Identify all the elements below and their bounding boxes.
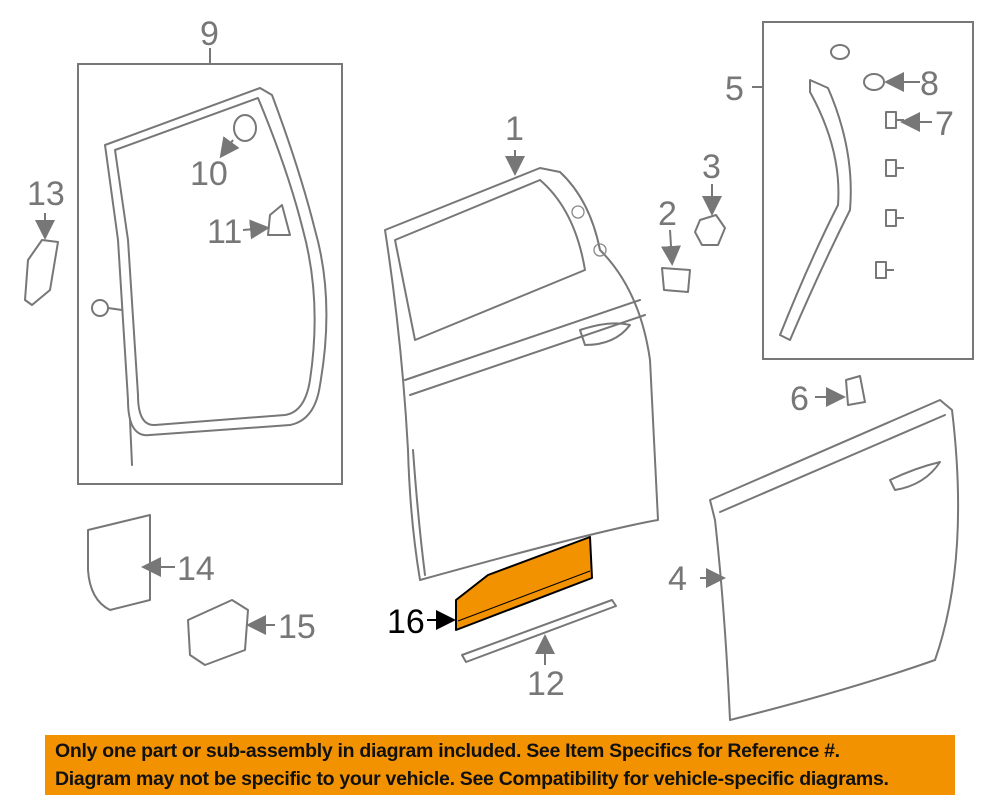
callout-12: 12 bbox=[527, 665, 565, 703]
bracket-part-15 bbox=[187, 599, 249, 666]
callout-8: 8 bbox=[920, 65, 939, 103]
bracket-part-13 bbox=[24, 239, 59, 306]
callout-3: 3 bbox=[702, 148, 721, 186]
plug-part-2 bbox=[661, 267, 691, 293]
callout-5: 5 bbox=[725, 70, 744, 108]
molding-group-box bbox=[752, 21, 974, 360]
callout-13: 13 bbox=[27, 175, 65, 213]
clip-part-11 bbox=[267, 204, 291, 236]
garnish-part-16-highlighted bbox=[455, 536, 593, 631]
callout-1: 1 bbox=[505, 110, 524, 148]
clip-part-6 bbox=[845, 375, 866, 406]
callout-10: 10 bbox=[190, 155, 228, 193]
door-outer-panel-part-4 bbox=[709, 399, 960, 721]
door-weatherstrip-group-box bbox=[77, 48, 343, 485]
callout-14: 14 bbox=[177, 550, 215, 588]
door-shell-part-1 bbox=[384, 167, 659, 581]
disclaimer-line-1: Only one part or sub-assembly in diagram… bbox=[55, 740, 840, 762]
callout-15: 15 bbox=[278, 608, 316, 646]
pin-clip bbox=[91, 299, 123, 317]
callout-9: 9 bbox=[200, 15, 219, 53]
callout-2: 2 bbox=[658, 195, 677, 233]
callout-4: 4 bbox=[668, 560, 687, 598]
clip-part-8 bbox=[863, 73, 885, 91]
cover-part-14 bbox=[87, 514, 151, 611]
nut-part-3 bbox=[694, 214, 726, 246]
disclaimer-line-2: Diagram may not be specific to your vehi… bbox=[55, 768, 889, 790]
callout-16: 16 bbox=[387, 603, 425, 641]
disclaimer-banner: Only one part or sub-assembly in diagram… bbox=[45, 735, 955, 795]
callout-6: 6 bbox=[790, 380, 809, 418]
grommet-part-10 bbox=[233, 114, 257, 142]
molding-part-12 bbox=[461, 599, 617, 663]
callout-11: 11 bbox=[207, 213, 242, 251]
door-weatherstrip bbox=[104, 87, 328, 437]
callout-7: 7 bbox=[935, 105, 954, 143]
